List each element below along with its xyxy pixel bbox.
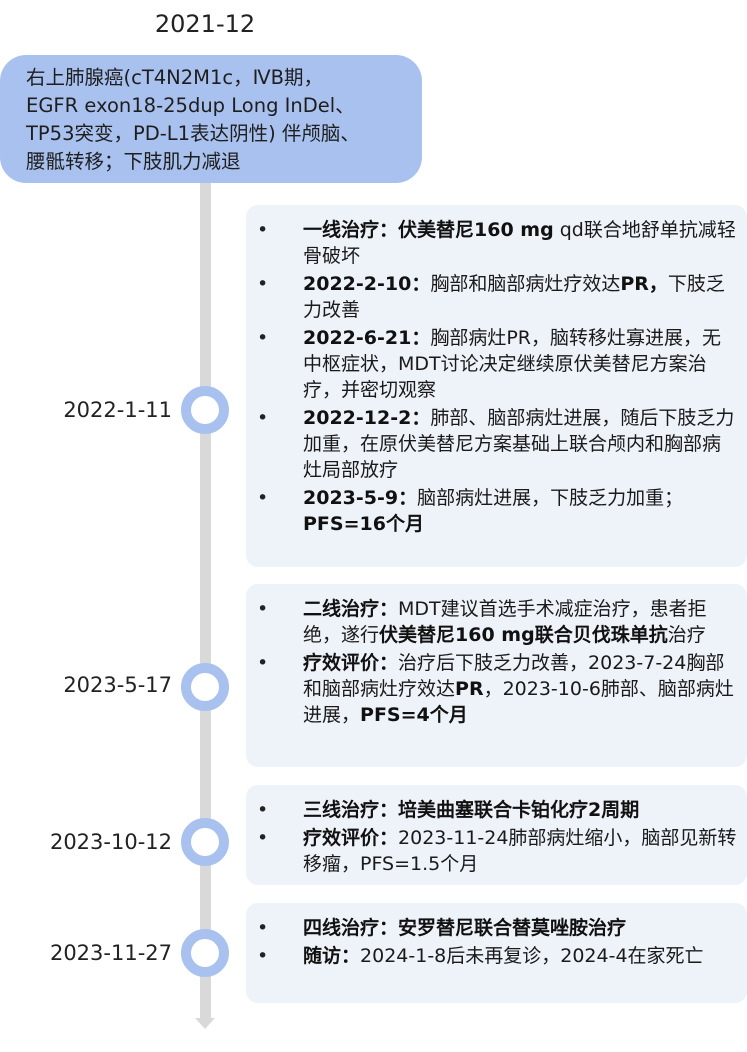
timeline-arrow-icon xyxy=(195,1018,215,1029)
item-text: qd联合地舒单抗减轻骨破坏 xyxy=(303,219,736,267)
item-emphasis: 一线治疗：伏美替尼160 mg xyxy=(303,219,554,241)
item-emphasis: 2022-12-2： xyxy=(303,407,431,429)
bullet-icon: • xyxy=(257,327,269,349)
event-date: 2023-10-12 xyxy=(49,830,172,854)
event-card: • 四线治疗：安罗替尼联合替莫唑胺治疗 • 随访：2024-1-8后未再复诊，202… xyxy=(246,903,747,1003)
item-emphasis: 2022-6-21： xyxy=(303,327,431,349)
event-item: • 二线治疗：MDT建议首选手术减症治疗，患者拒绝，遂行伏美替尼160 mg联合贝… xyxy=(246,596,739,648)
item-text: 2023-11-24肺部病灶缩小，脑部见新转移瘤，PFS=1.5个月 xyxy=(303,827,737,875)
event-item: • 2022-6-21：胸部病灶PR，脑转移灶寡进展，无中枢症状，MDT讨论决定继… xyxy=(246,325,739,403)
bullet-icon: • xyxy=(257,827,269,849)
bullet-icon: • xyxy=(257,598,269,620)
bullet-icon: • xyxy=(257,917,269,939)
bullet-icon: • xyxy=(257,407,269,429)
item-emphasis: 疗效评价： xyxy=(303,827,399,849)
item-emphasis: 三线治疗：培美曲塞联合卡铂化疗2周期 xyxy=(303,799,640,821)
item-text: ，2023-10-6肺部、脑部病灶进展， xyxy=(303,678,734,726)
item-text: 胸部病灶PR，脑转移灶寡进展，无中枢症状，MDT讨论决定继续原伏美替尼方案治疗，… xyxy=(303,327,721,401)
diagnosis-line: 腰骶转移；下肢肌力减退 xyxy=(26,150,241,173)
item-emphasis: PR xyxy=(455,678,484,700)
item-emphasis: 伏美替尼160 mg联合贝伐珠单抗 xyxy=(379,624,668,646)
item-emphasis: 2023-5-9： xyxy=(303,487,418,509)
start-date-label: 2021-12 xyxy=(154,10,256,38)
event-item: • 三线治疗：培美曲塞联合卡铂化疗2周期 xyxy=(246,797,739,823)
diagnosis-line: EGFR exon18-25dup Long InDel、 xyxy=(26,94,355,117)
event-item: • 疗效评价：2023-11-24肺部病灶缩小，脑部见新转移瘤，PFS=1.5个月 xyxy=(246,825,739,877)
item-emphasis: 四线治疗：安罗替尼联合替莫唑胺治疗 xyxy=(303,917,627,939)
item-text: 治疗 xyxy=(667,624,706,646)
timeline-node xyxy=(181,818,229,866)
event-date: 2023-11-27 xyxy=(49,941,172,965)
event-item: • 四线治疗：安罗替尼联合替莫唑胺治疗 xyxy=(246,915,739,941)
event-item: • 疗效评价：治疗后下肢乏力改善，2023-7-24胸部和脑部病灶疗效达PR，20… xyxy=(246,650,739,728)
item-text: 脑部病灶进展，下肢乏力加重； xyxy=(417,487,684,509)
item-emphasis: 疗效评价： xyxy=(303,652,399,674)
item-text: 肺部、脑部病灶进展，随后下肢乏力加重，在原伏美替尼方案基础上联合颅内和胸部病灶局… xyxy=(303,407,735,481)
diagnosis-box: 右上肺腺癌(cT4N2M1c，ⅣB期， EGFR exon18-25dup Lo… xyxy=(0,55,422,183)
bullet-icon: • xyxy=(257,945,269,967)
item-text: 治疗后下肢乏力改善，2023-7-24胸部和脑部病灶疗效达 xyxy=(303,652,725,700)
event-date: 2022-1-11 xyxy=(63,398,172,422)
event-card: • 三线治疗：培美曲塞联合卡铂化疗2周期 • 疗效评价：2023-11-24肺部病灶… xyxy=(246,785,747,885)
item-text: MDT建议首选手术减症治疗，患者拒绝，遂行 xyxy=(303,598,707,646)
item-emphasis: PFS=16个月 xyxy=(303,513,424,535)
bullet-icon: • xyxy=(257,652,269,674)
event-card: • 一线治疗：伏美替尼160 mg qd联合地舒单抗减轻骨破坏 • 2022-2-1… xyxy=(246,205,747,567)
bullet-icon: • xyxy=(257,487,269,509)
item-text: 胸部和脑部病灶疗效达 xyxy=(430,273,621,295)
item-emphasis: 随访： xyxy=(303,945,361,967)
item-emphasis: 2022-2-10： xyxy=(303,273,431,295)
event-item: • 随访：2024-1-8后未再复诊，2024-4在家死亡 xyxy=(246,943,739,969)
event-item: • 一线治疗：伏美替尼160 mg qd联合地舒单抗减轻骨破坏 xyxy=(246,217,739,269)
event-item: • 2022-2-10：胸部和脑部病灶疗效达PR，下肢乏力改善 xyxy=(246,271,739,323)
timeline-node xyxy=(181,663,229,711)
bullet-icon: • xyxy=(257,799,269,821)
timeline-node xyxy=(181,929,229,977)
item-emphasis: PFS=4个月 xyxy=(360,704,468,726)
item-text: 下肢乏力改善 xyxy=(303,273,725,321)
bullet-icon: • xyxy=(257,273,269,295)
event-card: • 二线治疗：MDT建议首选手术减症治疗，患者拒绝，遂行伏美替尼160 mg联合贝… xyxy=(246,584,747,767)
timeline-node xyxy=(181,386,229,434)
item-text: 2024-1-8后未再复诊，2024-4在家死亡 xyxy=(360,945,704,967)
diagnosis-line: 右上肺腺癌(cT4N2M1c，ⅣB期， xyxy=(26,66,323,89)
item-emphasis: 二线治疗： xyxy=(303,598,399,620)
event-date: 2023-5-17 xyxy=(63,673,172,697)
timeline-spine xyxy=(200,183,211,1019)
event-item: • 2023-5-9：脑部病灶进展，下肢乏力加重； PFS=16个月 xyxy=(246,485,739,537)
diagnosis-line: TP53突变，PD-L1表达阴性) 伴颅脑、 xyxy=(26,122,360,145)
event-item: • 2022-12-2：肺部、脑部病灶进展，随后下肢乏力加重，在原伏美替尼方案基础… xyxy=(246,405,739,483)
bullet-icon: • xyxy=(257,219,269,241)
item-emphasis: PR， xyxy=(620,273,668,295)
